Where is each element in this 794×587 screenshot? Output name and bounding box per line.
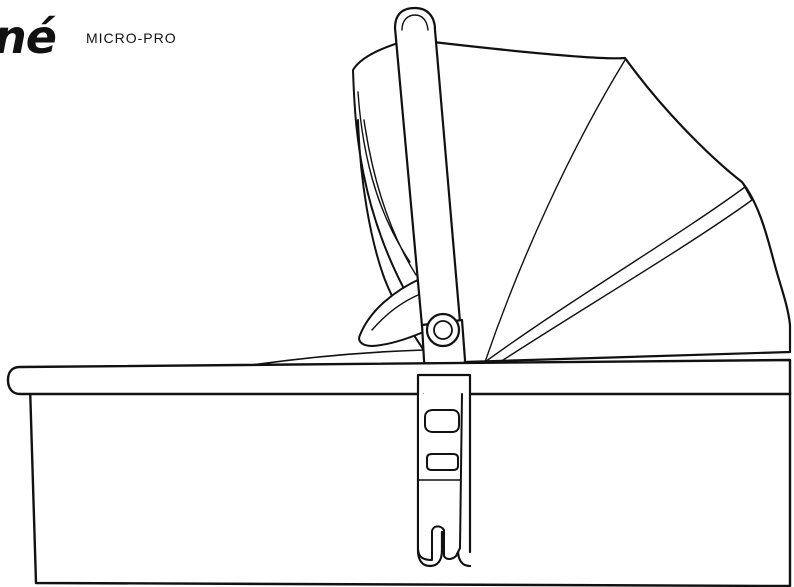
canopy-visor-fold	[358, 92, 416, 275]
bracket-slot-bottom	[427, 454, 458, 470]
carry-handle	[395, 8, 460, 326]
canopy-hood	[433, 42, 790, 362]
carrycot-body	[30, 386, 790, 586]
side-flap-inner	[372, 295, 418, 330]
carry-handle-inner	[402, 15, 428, 30]
bracket-slot-top	[425, 410, 459, 432]
apron-edge	[245, 350, 424, 366]
hinge-pivot-inner	[434, 321, 452, 339]
brand-header: né MICRO-PRO	[0, 14, 177, 64]
brand-logo: né	[0, 10, 57, 64]
carrycot-rim	[8, 360, 790, 394]
canopy-trim-strip	[485, 182, 752, 362]
side-bracket-shape	[418, 394, 462, 560]
model-name: MICRO-PRO	[85, 30, 177, 46]
side-flap	[359, 278, 428, 346]
canopy-seam	[485, 60, 625, 362]
